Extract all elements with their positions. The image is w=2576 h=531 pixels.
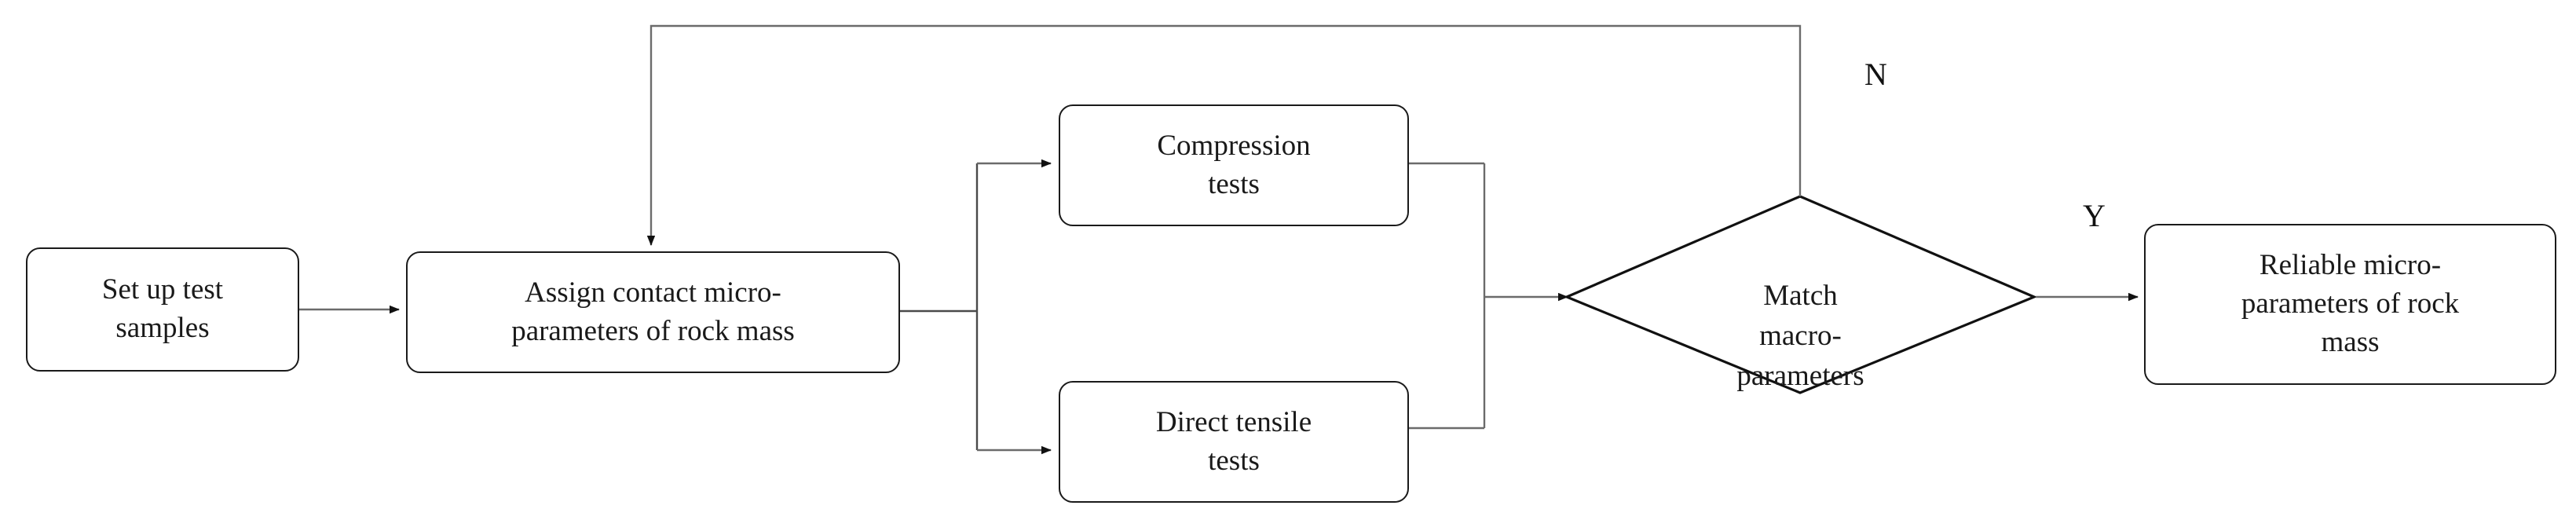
edge-label-yes-text: Y [2083, 198, 2106, 233]
node-assign-micro-parameters[interactable]: Assign contact micro- parameters of rock… [406, 251, 900, 373]
node-compression-tests[interactable]: Compression tests [1059, 104, 1409, 226]
node-compression-tests-label: Compression tests [1157, 129, 1311, 200]
node-assign-micro-parameters-label: Assign contact micro- parameters of rock… [511, 276, 795, 347]
node-direct-tensile-tests[interactable]: Direct tensile tests [1059, 381, 1409, 503]
edge-decision-to-assign-feedback [646, 24, 1802, 246]
edge-assign-to-split [900, 163, 979, 450]
node-setup-test-samples[interactable]: Set up test samples [26, 247, 299, 372]
decision-diamond-shape [1563, 195, 2038, 394]
edge-label-no-text: N [1864, 57, 1887, 92]
node-setup-test-samples-label: Set up test samples [101, 273, 224, 344]
node-reliable-micro-parameters[interactable]: Reliable micro- parameters of rock mass [2144, 224, 2556, 385]
edge-label-no: N [1864, 59, 1887, 90]
node-reliable-micro-parameters-label: Reliable micro- parameters of rock mass [2241, 249, 2460, 358]
node-direct-tensile-tests-label: Direct tensile tests [1155, 405, 1312, 477]
edge-label-yes: Y [2083, 200, 2106, 232]
